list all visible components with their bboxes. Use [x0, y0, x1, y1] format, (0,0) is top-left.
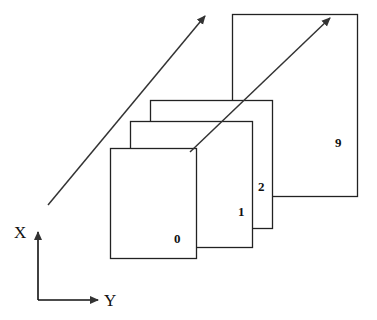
frame-number: 0 [174, 232, 181, 245]
axis-label: Y [104, 292, 116, 309]
stack-arrow [48, 16, 205, 205]
image-frame: 1 [130, 121, 252, 247]
x-axis [37, 232, 39, 300]
axis-label: X [14, 224, 26, 241]
image-frame: 2 [150, 100, 272, 228]
y-axis [38, 299, 98, 301]
image-frame: 9 [232, 14, 357, 196]
frame-number: 1 [238, 205, 245, 218]
frame-number: 2 [258, 180, 265, 193]
stack-arrow [190, 18, 330, 152]
image-frame: 0 [110, 148, 196, 258]
frame-outline [111, 149, 197, 259]
frame-number: 9 [335, 136, 342, 149]
